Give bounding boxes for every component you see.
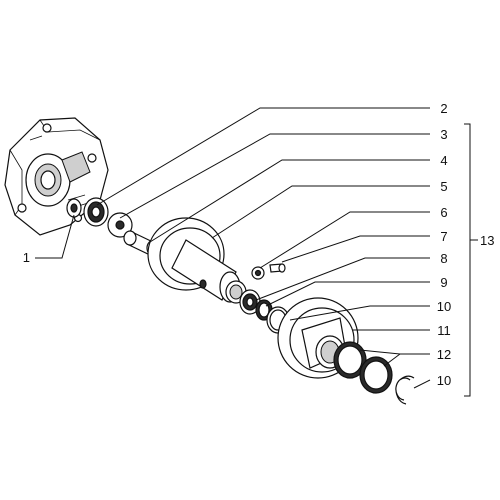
callout-3: 3 bbox=[440, 127, 447, 142]
callout-6: 6 bbox=[440, 205, 447, 220]
callout-7: 7 bbox=[440, 229, 447, 244]
callout-12: 12 bbox=[437, 347, 451, 362]
part-10-circlip-lower bbox=[395, 375, 415, 405]
callout-4: 4 bbox=[440, 153, 447, 168]
crankcase-cover bbox=[4, 117, 109, 236]
part-7-pin bbox=[269, 263, 286, 273]
part-12-o-rings bbox=[333, 341, 393, 394]
part-5-pulley bbox=[147, 217, 241, 303]
part-1-washer bbox=[66, 198, 82, 218]
part-8-bearing bbox=[239, 289, 261, 315]
callout-11: 11 bbox=[437, 323, 451, 338]
callout-labels: 1 2 3 4 5 6 7 8 9 10 11 12 10 13 bbox=[23, 101, 495, 388]
leader-lines bbox=[35, 107, 478, 397]
callout-1: 1 bbox=[23, 250, 30, 265]
part-9-ring bbox=[255, 299, 273, 321]
part-6-nut bbox=[251, 266, 265, 280]
callout-8: 8 bbox=[440, 251, 447, 266]
callout-10-lower: 10 bbox=[437, 373, 451, 388]
callout-2: 2 bbox=[440, 101, 447, 116]
part-2-bearing bbox=[83, 197, 109, 227]
callout-9: 9 bbox=[440, 275, 447, 290]
callout-10-upper: 10 bbox=[437, 299, 451, 314]
part-3-spacer bbox=[107, 212, 133, 238]
callout-13: 13 bbox=[480, 233, 494, 248]
callout-5: 5 bbox=[440, 179, 447, 194]
